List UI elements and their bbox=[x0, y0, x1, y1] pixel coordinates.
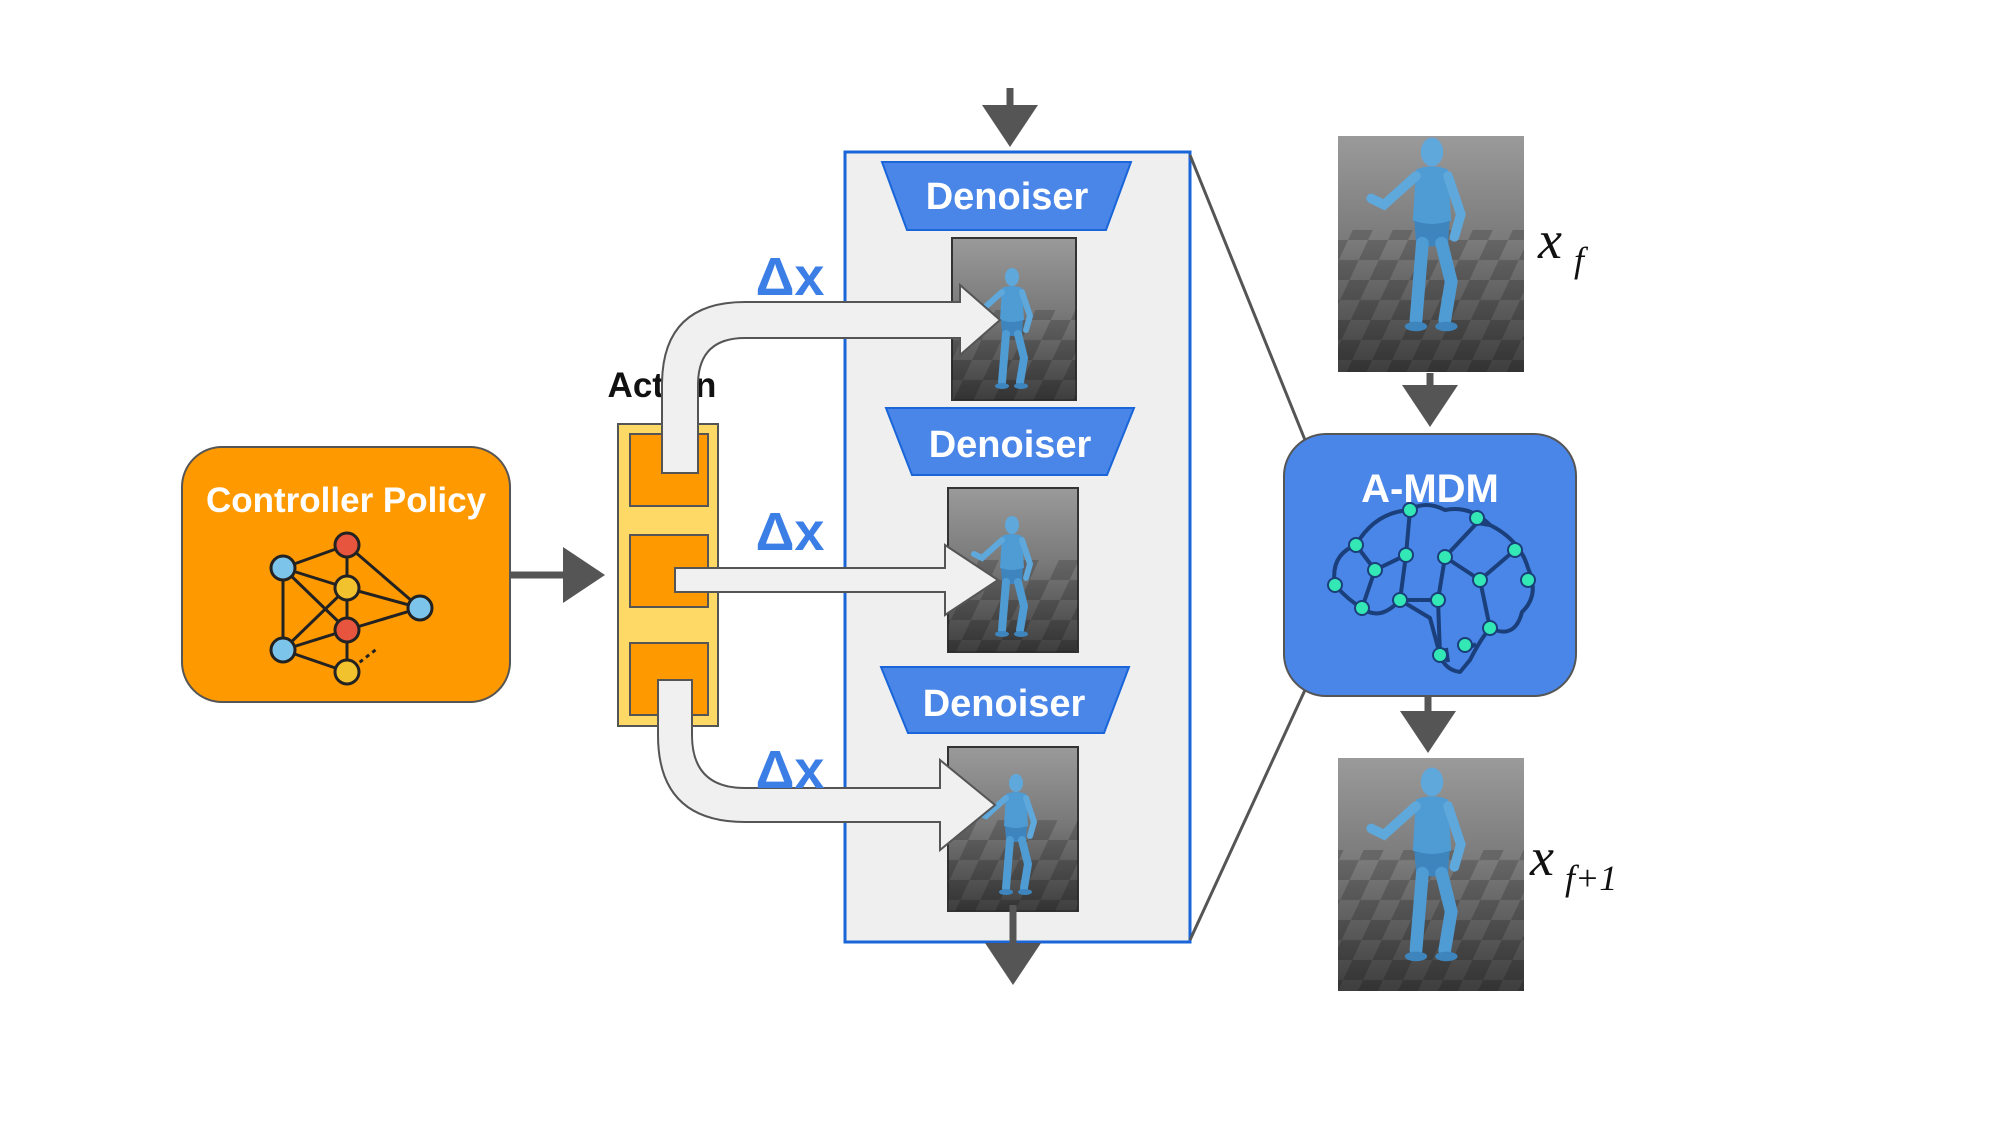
input-frame-subscript: f bbox=[1574, 240, 1589, 280]
denoiser-block-1: Denoiser bbox=[880, 161, 1133, 231]
delta-arrow-2 bbox=[674, 543, 1000, 617]
delta-arrow-3 bbox=[657, 679, 997, 853]
amdm-box: A-MDM bbox=[1283, 433, 1577, 697]
zoom-line-bottom bbox=[1188, 689, 1307, 941]
output-frame bbox=[1338, 758, 1524, 991]
input-frame-symbol: x bbox=[1537, 210, 1562, 270]
delta-arrow-1 bbox=[661, 282, 1002, 474]
output-frame-subscript: f+1 bbox=[1565, 858, 1617, 898]
input-frame bbox=[1338, 136, 1524, 372]
denoiser-label-1: Denoiser bbox=[926, 176, 1089, 218]
denoiser-block-3: Denoiser bbox=[879, 666, 1131, 734]
brain-nodes bbox=[1327, 502, 1536, 663]
denoiser-frame-2 bbox=[947, 487, 1079, 653]
output-frame-label: x f+1 bbox=[1529, 827, 1617, 898]
denoiser-label-3: Denoiser bbox=[923, 683, 1086, 725]
delta-label-3: Δx bbox=[756, 740, 825, 800]
delta-label-2: Δx bbox=[756, 502, 825, 562]
denoiser-frame-3 bbox=[947, 746, 1079, 912]
controller-policy-box: Controller Policy bbox=[181, 446, 511, 703]
denoiser-block-2: Denoiser bbox=[884, 407, 1136, 476]
delta-label-1: Δx bbox=[756, 247, 825, 307]
output-frame-symbol: x bbox=[1529, 827, 1554, 887]
denoiser-label-2: Denoiser bbox=[929, 424, 1092, 466]
zoom-line-top bbox=[1188, 154, 1307, 441]
neural-network-icon bbox=[269, 531, 434, 686]
controller-policy-label: Controller Policy bbox=[206, 481, 487, 520]
input-frame-label: x f bbox=[1537, 210, 1589, 280]
